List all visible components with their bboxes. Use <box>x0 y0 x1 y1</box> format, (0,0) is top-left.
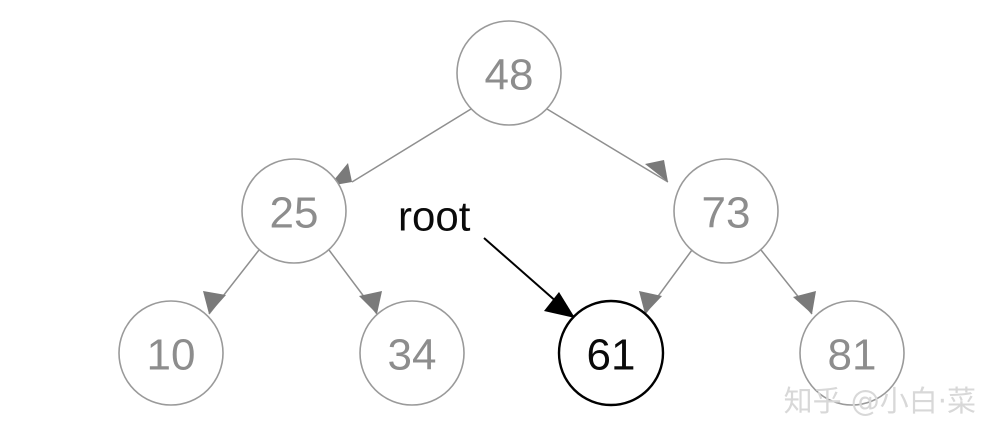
node-label-48: 48 <box>485 51 534 100</box>
edge-25-10 <box>203 249 260 315</box>
node-label-25: 25 <box>270 189 319 238</box>
node-label-81: 81 <box>828 331 877 380</box>
tree-node-61[interactable]: 61 <box>557 299 665 407</box>
node-circle-73[interactable] <box>673 158 779 264</box>
node-circle-34[interactable] <box>359 300 465 406</box>
root-pointer-arrow-head <box>544 292 575 318</box>
edge-48-73 <box>546 108 669 183</box>
node-circle-81[interactable] <box>799 300 905 406</box>
tree-node-34[interactable]: 34 <box>359 300 465 406</box>
edge-line-48-73 <box>546 108 669 183</box>
watermark: 知乎 @小白·菜 <box>784 384 976 418</box>
root-annotation-label: root <box>398 193 471 240</box>
arrow-head-25-10 <box>203 291 226 314</box>
node-label-10: 10 <box>147 331 196 380</box>
node-circle-10[interactable] <box>118 300 224 406</box>
arrow-head-73-61 <box>639 291 662 314</box>
arrow-head-48-73 <box>645 160 668 182</box>
edge-73-61 <box>639 249 693 315</box>
edge-25-34 <box>328 249 382 315</box>
tree-node-25[interactable]: 25 <box>241 158 347 264</box>
node-circle-48[interactable] <box>456 20 562 126</box>
node-circle-25[interactable] <box>241 158 347 264</box>
tree-node-81[interactable]: 81 <box>799 300 905 406</box>
tree-node-73[interactable]: 73 <box>673 158 779 264</box>
edge-line-48-25 <box>351 108 472 183</box>
node-label-34: 34 <box>388 331 437 380</box>
node-label-61: 61 <box>587 331 636 380</box>
arrow-head-25-34 <box>359 291 382 314</box>
node-circle-61[interactable] <box>557 299 665 407</box>
tree-node-48[interactable]: 48 <box>456 20 562 126</box>
edge-73-81 <box>760 249 816 315</box>
root-pointer-group <box>483 237 576 319</box>
edge-group <box>203 108 816 315</box>
tree-node-10[interactable]: 10 <box>118 300 224 406</box>
node-label-73: 73 <box>702 189 751 238</box>
edge-48-25 <box>329 108 472 186</box>
arrow-head-73-81 <box>793 291 816 314</box>
